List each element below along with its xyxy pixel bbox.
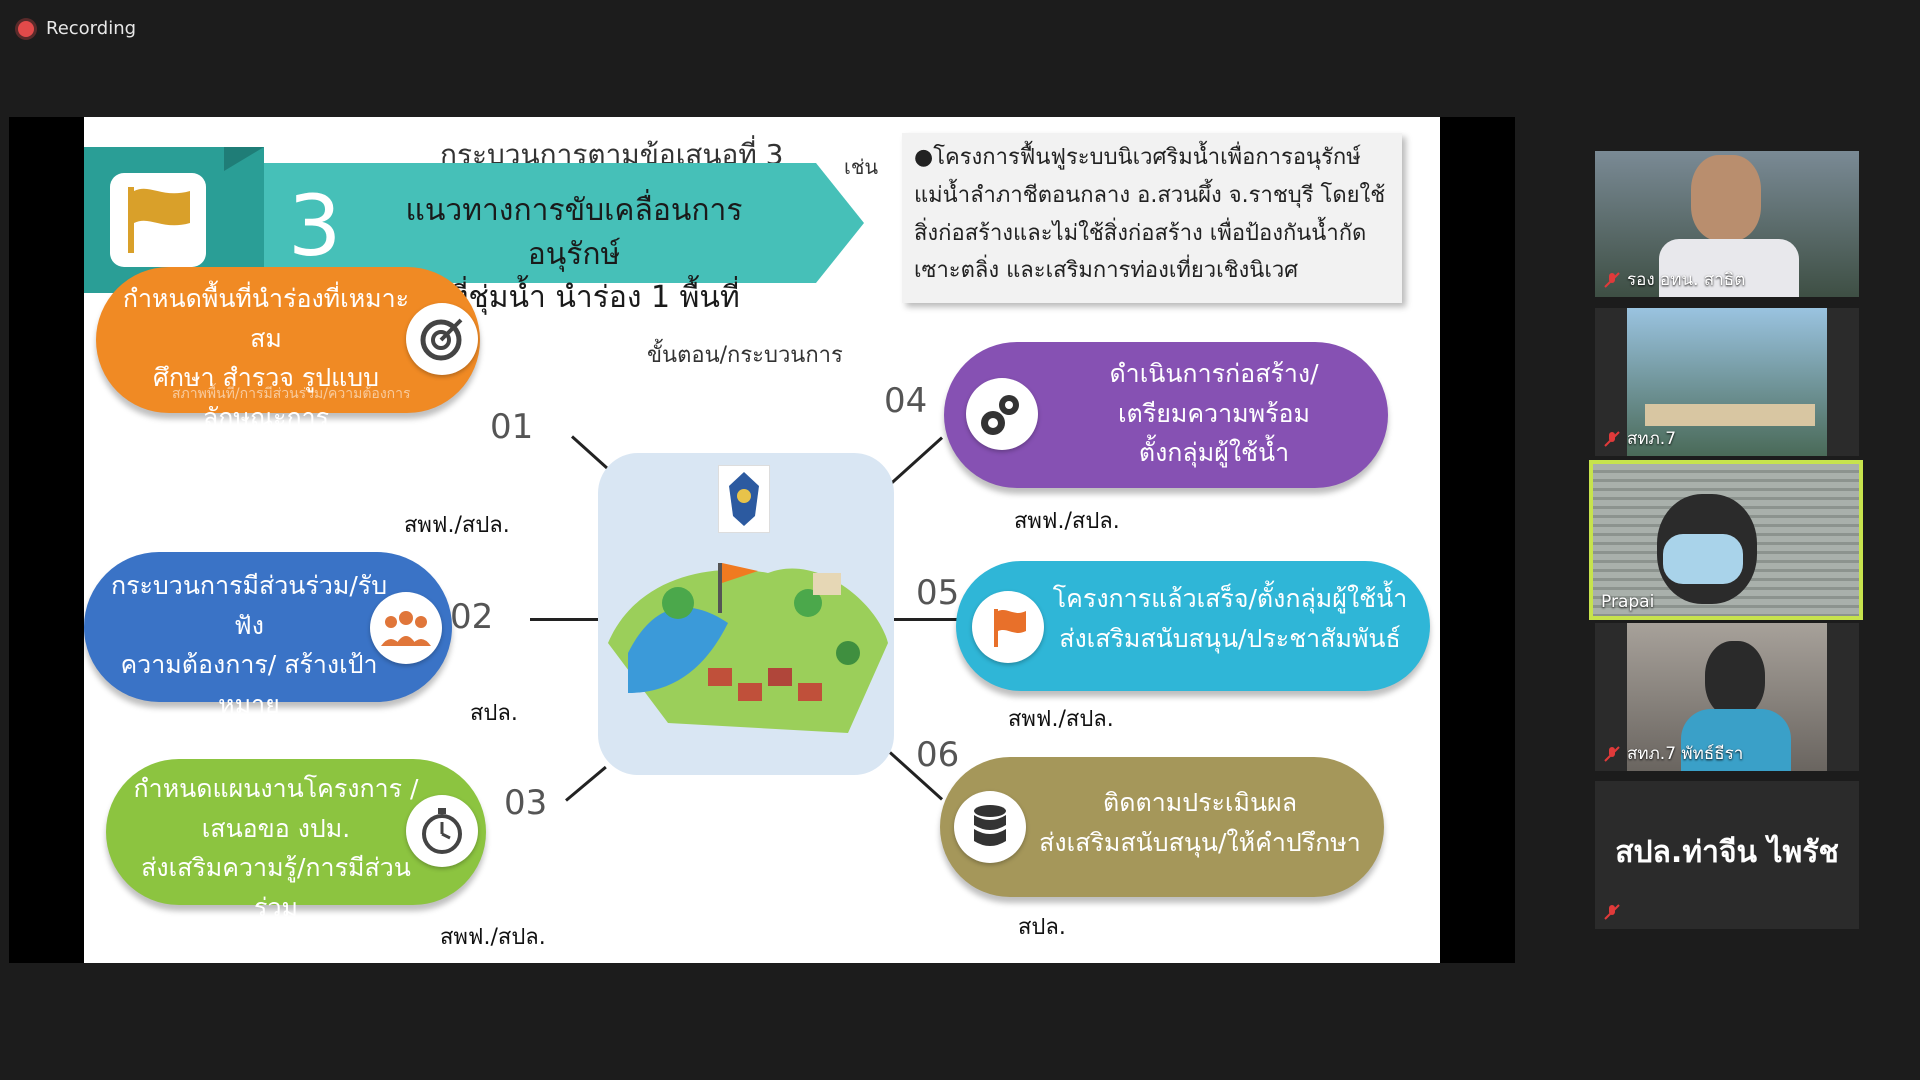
- step-01-agency: สพฟ./สปล.: [404, 513, 510, 538]
- participant-video: [1627, 308, 1827, 456]
- participant-name-3: Prapai: [1601, 592, 1655, 612]
- target-icon: [406, 303, 478, 375]
- people-icon: [370, 592, 442, 664]
- participant-tile-2[interactable]: สทภ.7: [1595, 308, 1859, 456]
- flag-icon: [110, 173, 206, 267]
- step-04-number: 04: [884, 381, 928, 421]
- participant-name-5: สปล.ท่าจีน ไพรัช: [1615, 835, 1839, 870]
- step-05-agency: สพฟ./สปล.: [1008, 707, 1114, 732]
- example-note: ●โครงการฟื้นฟูระบบนิเวศริมน้ำเพื่อการอนุ…: [902, 133, 1402, 303]
- step-03-number: 03: [504, 783, 548, 823]
- step-03-card[interactable]: กำหนดแผนงานโครงการ / เสนอขอ งปม. ส่งเสริ…: [106, 759, 486, 922]
- step-02-agency: สปล.: [470, 701, 518, 726]
- participant-tile-4[interactable]: สทภ.7 พัทธ์ธีรา: [1595, 623, 1859, 771]
- participant-tile-3[interactable]: Prapai: [1589, 460, 1863, 620]
- step-03-agency: สพฟ./สปล.: [440, 925, 546, 950]
- recording-label: Recording: [46, 18, 137, 39]
- step-01-number: 01: [490, 407, 534, 447]
- mic-muted-icon: [1604, 745, 1620, 762]
- center-illustration: [598, 453, 894, 775]
- banner-number: 3: [288, 177, 342, 275]
- steps-label: ขั้นตอน/กระบวนการ: [647, 343, 843, 368]
- step-06-card[interactable]: ติดตามประเมินผล ส่งเสริมสนับสนุน/ให้คำปร…: [940, 757, 1384, 897]
- mic-muted-icon: [1604, 904, 1620, 920]
- step-04-agency: สพฟ./สปล.: [1014, 509, 1120, 534]
- step-05-number: 05: [916, 573, 960, 613]
- face-mask: [1663, 534, 1743, 584]
- step-02-number: 02: [450, 597, 494, 637]
- presentation-slide: กระบวนการตามข้อเสนอที่ 3 3 แนวทางการขับเ…: [84, 117, 1440, 963]
- agency-emblem: [718, 465, 770, 533]
- step-01-faint-text: สภาพพื้นที่/การมีส่วนร่วม/ความต้องการ: [172, 386, 411, 402]
- gears-icon: [966, 378, 1038, 450]
- record-icon: [18, 20, 34, 37]
- step-05-card[interactable]: โครงการแล้วเสร็จ/ตั้งกลุ่มผู้ใช้น้ำ ส่งเ…: [956, 561, 1430, 691]
- recording-indicator[interactable]: Recording: [18, 18, 136, 39]
- participant-name-1: รอง อทน. สาธิต: [1603, 266, 1745, 293]
- participant-name-2: สทภ.7: [1603, 425, 1676, 452]
- example-label: เช่น: [844, 155, 879, 179]
- step-04-card[interactable]: ดำเนินการก่อสร้าง/ เตรียมความพร้อม ตั้งก…: [944, 342, 1388, 488]
- mic-muted-icon: [1604, 430, 1620, 447]
- flag-icon: [972, 591, 1044, 663]
- participant-face: [1691, 155, 1761, 241]
- step-02-card[interactable]: กระบวนการมีส่วนร่วม/รับฟัง ความต้องการ/ …: [84, 552, 452, 758]
- step-06-agency: สปล.: [1018, 915, 1066, 940]
- stopwatch-icon: [406, 795, 478, 867]
- database-icon: [954, 791, 1026, 863]
- participant-tile-5[interactable]: สปล.ท่าจีน ไพรัช: [1595, 781, 1859, 929]
- step-06-number: 06: [916, 735, 960, 775]
- mic-muted-icon: [1604, 271, 1620, 288]
- step-01-card[interactable]: กำหนดพื้นที่นำร่องที่เหมาะสม ศึกษา สำรวจ…: [96, 267, 480, 511]
- participant-tile-1[interactable]: รอง อทน. สาธิต: [1595, 151, 1859, 297]
- participant-name-4: สทภ.7 พัทธ์ธีรา: [1603, 740, 1743, 767]
- landscape-illustration: [608, 563, 888, 733]
- slide-banner: 3 แนวทางการขับเคลื่อนการอนุรักษ์ พื้นที่…: [84, 147, 884, 315]
- banner-arrow: [264, 163, 864, 283]
